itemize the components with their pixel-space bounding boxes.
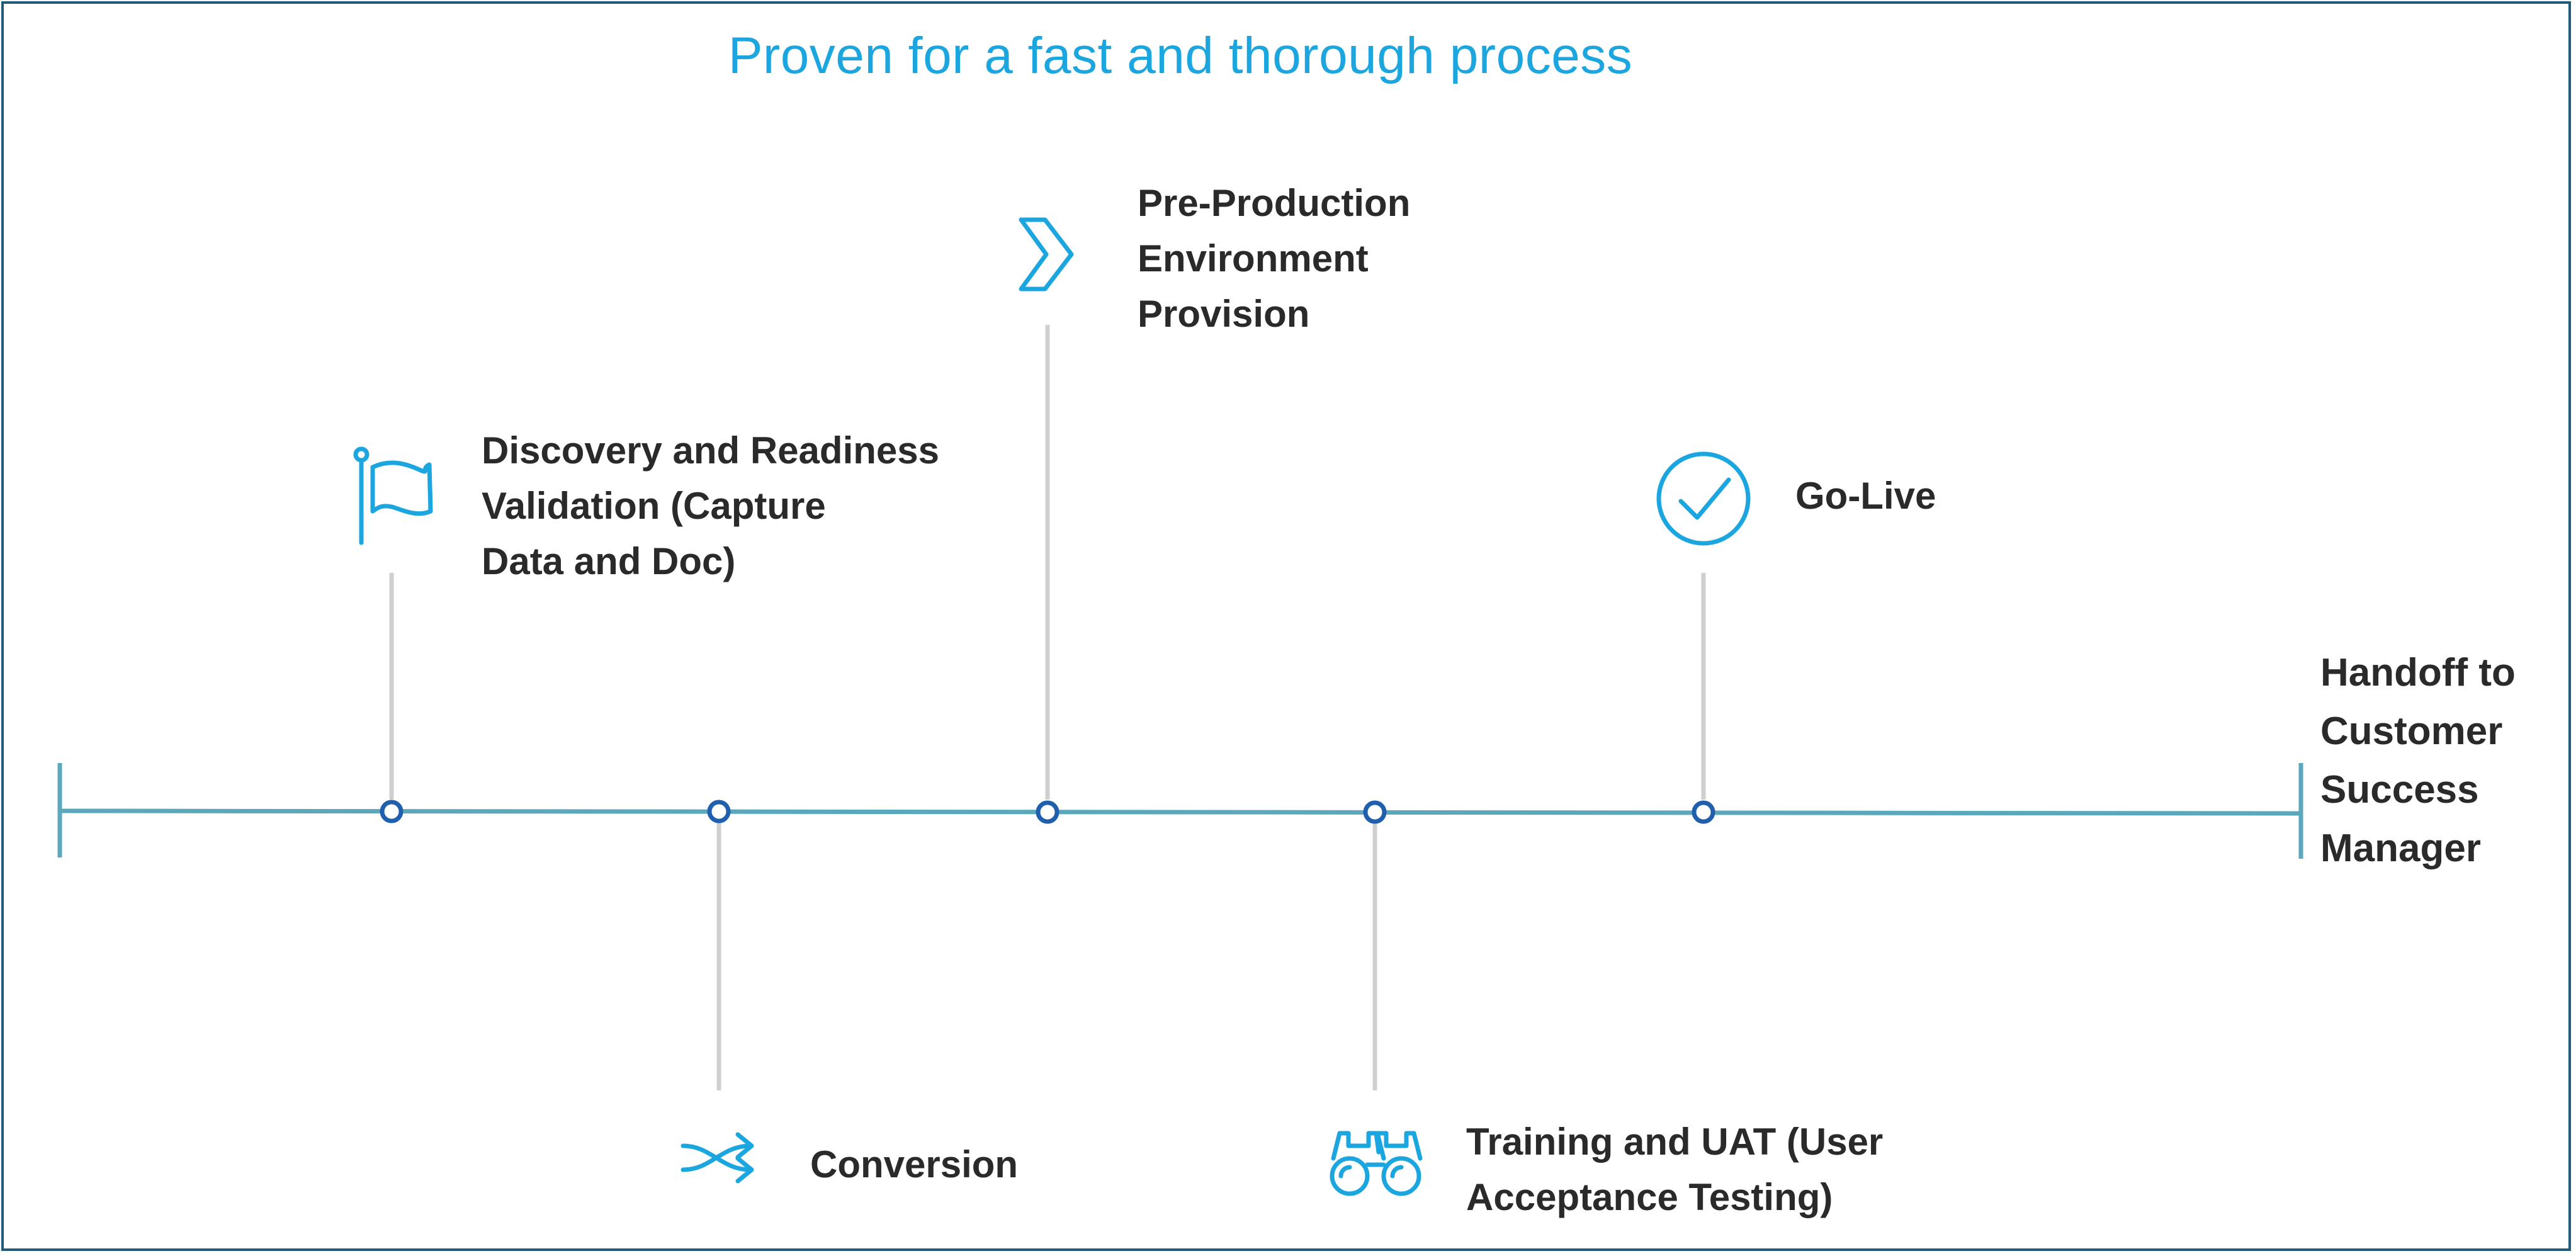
milestone-node-pre-production bbox=[1036, 800, 1059, 824]
milestone-label-go-live: Go-Live bbox=[1795, 475, 1936, 517]
milestone-node-training bbox=[1363, 800, 1387, 824]
flag-icon bbox=[353, 446, 433, 545]
check-circle-icon bbox=[1656, 451, 1751, 546]
binoculars-icon bbox=[1330, 1131, 1423, 1196]
milestone-node-conversion bbox=[707, 800, 731, 823]
milestone-label-conversion: Conversion bbox=[810, 1143, 1019, 1185]
end-label-handoff: Handoff to Customer Success Manager bbox=[2320, 651, 2516, 870]
chevron-right-icon bbox=[1019, 217, 1074, 291]
milestone-label-discovery: Discovery and Readiness Validation (Capt… bbox=[482, 429, 940, 582]
milestone-label-training: Training and UAT (User Acceptance Testin… bbox=[1466, 1121, 1884, 1218]
milestone-node-discovery bbox=[380, 800, 404, 823]
milestone-node-go-live bbox=[1692, 800, 1715, 824]
diagram-title: Proven for a fast and thorough process bbox=[728, 27, 1633, 84]
milestone-label-pre-production: Pre-Production Environment Provision bbox=[1138, 182, 1411, 335]
timeline-line bbox=[59, 808, 2302, 816]
shuffle-icon bbox=[681, 1132, 754, 1184]
